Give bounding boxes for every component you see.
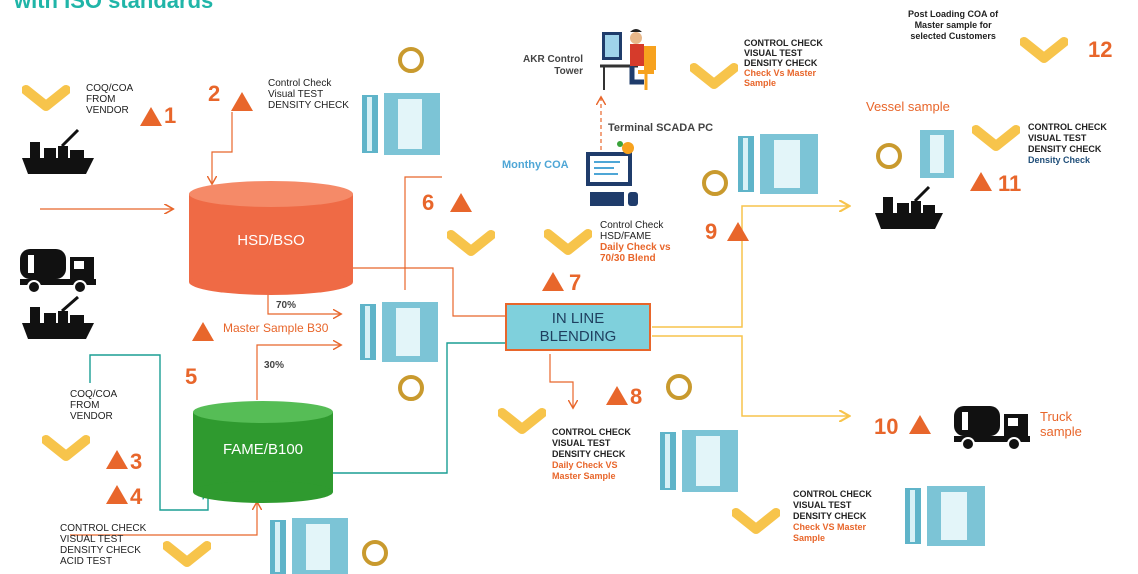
ring-icon [398, 47, 424, 73]
step-5: 5 [185, 364, 198, 389]
ratio-hsd: 70% [276, 300, 297, 311]
blending-line1: IN LINE [551, 310, 605, 327]
triangle-icon [231, 92, 253, 111]
step-4: 4 [130, 484, 143, 509]
truck-icon [20, 249, 96, 294]
sample-bottle-icon [360, 302, 438, 362]
sample-bottle-icon [660, 430, 738, 492]
step-3: 3 [130, 449, 143, 474]
line-vendor-fame [89, 354, 208, 511]
chevron-down-icon [1020, 37, 1068, 63]
line-blend-truck [652, 335, 848, 416]
step-1: 1 [164, 103, 177, 128]
chevron-down-icon [732, 508, 780, 534]
truck-icon [954, 406, 1030, 451]
line-fame-30 [256, 345, 340, 400]
line-hsd-70 [267, 292, 340, 314]
inline-blending-box: IN LINE BLENDING [505, 303, 651, 351]
step-9: 9 [705, 219, 718, 244]
chevron-down-icon [447, 230, 495, 256]
page-title: with ISO standards [14, 0, 214, 13]
monthly-coa-label: Monthy COA [502, 159, 569, 171]
vessel-sample-label: Vessel sample [866, 99, 950, 114]
line-fame-blend [330, 342, 505, 474]
triangle-icon [450, 193, 472, 212]
ring-icon [362, 540, 388, 566]
master-sample-label: Master Sample B30 [223, 321, 329, 335]
triangle-icon [970, 172, 992, 191]
sample-bottle-icon [738, 134, 818, 194]
triangle-icon [727, 222, 749, 241]
line-blend-down [549, 354, 573, 407]
ring-icon [666, 374, 692, 400]
step-10: 10 [874, 414, 899, 439]
step-11: 11 [998, 171, 1022, 196]
fame-tank [193, 401, 333, 503]
computer-icon [586, 141, 638, 206]
triangle-icon [192, 322, 214, 341]
ring-icon [702, 170, 728, 196]
triangle-icon [542, 272, 564, 291]
ship-icon [22, 295, 94, 339]
chevron-down-icon [972, 125, 1020, 151]
line-fame-check [70, 503, 257, 536]
ship-icon [875, 185, 943, 229]
chevron-down-icon [163, 541, 211, 567]
chevron-down-icon [544, 229, 592, 255]
ship-icon [22, 128, 94, 174]
line-monthly [404, 176, 442, 290]
step-8: 8 [630, 384, 643, 409]
step-2: 2 [208, 81, 221, 106]
ratio-fame: 30% [264, 360, 285, 371]
fame-tank-label: FAME/B100 [222, 441, 304, 458]
ring-icon [398, 375, 424, 401]
chevron-down-icon [42, 435, 90, 461]
step-7: 7 [569, 270, 582, 295]
hsd-tank [189, 181, 353, 295]
line-hsd-blend [352, 267, 505, 317]
triangle-icon [140, 107, 162, 126]
ring-icon [876, 143, 902, 169]
hsd-tank-label: HSD/BSO [237, 232, 305, 249]
sample-bottle-icon [270, 518, 348, 574]
triangle-icon [909, 415, 931, 434]
operator-icon [600, 29, 656, 90]
step-6: 6 [422, 190, 435, 215]
sample-bottle-icon [920, 130, 954, 178]
step-12: 12 [1088, 37, 1113, 62]
scada-label: Terminal SCADA PC [608, 122, 714, 134]
chevron-down-icon [690, 63, 738, 89]
line-blend-vessel [652, 206, 848, 328]
triangle-icon [606, 386, 628, 405]
sample-bottle-icon [905, 486, 985, 546]
line-step2 [212, 112, 233, 183]
triangle-icon [106, 485, 128, 504]
blending-line2: BLENDING [539, 328, 617, 345]
chevron-down-icon [22, 85, 70, 111]
triangle-icon [106, 450, 128, 469]
chevron-down-icon [498, 408, 546, 434]
sample-bottle-icon [362, 93, 440, 155]
